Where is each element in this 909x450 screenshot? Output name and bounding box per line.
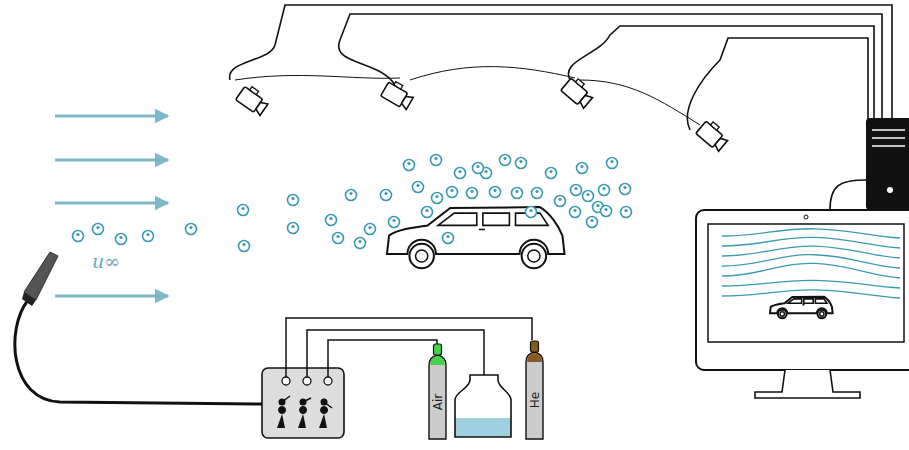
- seeding-bubble: [516, 158, 527, 169]
- bottle-label: He: [528, 392, 542, 408]
- camera: [696, 118, 731, 152]
- seeding-bubble: [583, 191, 594, 202]
- camera: [381, 79, 416, 111]
- seeding-bubble: [577, 163, 588, 174]
- seeding-bubble: [599, 185, 610, 196]
- flow-arrow: [55, 115, 168, 118]
- camera-cable: [339, 14, 882, 120]
- camera-cable: [580, 80, 700, 125]
- seeding-bubble: [532, 188, 543, 199]
- seeding-bubble: [355, 238, 366, 249]
- monitor: [696, 210, 909, 398]
- seeding-bubble: [381, 190, 392, 201]
- seeding-bubble: [455, 168, 466, 179]
- seeding-bubble: [546, 168, 557, 179]
- seeding-bubble: [620, 184, 631, 195]
- seeding-bubble: [288, 195, 299, 206]
- seeding-bubble: [422, 207, 433, 218]
- camera: [561, 75, 596, 109]
- seeding-bubble: [73, 231, 84, 242]
- seeding-bubble: [443, 233, 454, 244]
- seeder-cable: [15, 300, 262, 404]
- camera-cable: [568, 26, 874, 120]
- seeding-bubble: [432, 193, 443, 204]
- seeding-bubble: [555, 196, 566, 207]
- computer-tower: [866, 118, 909, 210]
- camera-cable: [410, 67, 575, 80]
- seeding-bubble: [239, 241, 250, 252]
- seeding-bubble: [346, 190, 357, 201]
- seeding-bubble: [570, 207, 581, 218]
- seeding-bubble: [116, 234, 127, 245]
- streamline: [722, 246, 900, 258]
- seeding-bubble: [601, 206, 612, 217]
- camera: [236, 83, 271, 116]
- monitor-cable: [830, 180, 866, 210]
- seeding-bubble: [587, 217, 598, 228]
- streamline: [722, 280, 900, 288]
- bottle-outline: [525, 340, 544, 440]
- seeding-bubble: [512, 188, 523, 199]
- seeding-bubble: [186, 224, 197, 235]
- camera-cable: [235, 75, 400, 80]
- control-unit: [262, 368, 344, 438]
- streamline: [722, 263, 900, 278]
- seeding-bubble: [526, 207, 537, 218]
- seeding-bubble: [571, 185, 582, 196]
- velocity-label: u∞: [92, 250, 120, 272]
- hose: [328, 340, 437, 377]
- camera-cable: [230, 5, 892, 120]
- seeding-bubble: [238, 205, 249, 216]
- seeding-bubble: [467, 188, 478, 199]
- seeding-bubble: [93, 224, 104, 235]
- bottle-outline: [428, 343, 447, 440]
- streamline: [722, 229, 900, 238]
- car: [770, 297, 833, 319]
- gas-bottle: He: [525, 340, 544, 440]
- gas-bottle: Air: [428, 343, 447, 440]
- camera-cable: [687, 38, 868, 130]
- seeding-bubble: [413, 182, 424, 193]
- seeding-bubble: [447, 187, 458, 198]
- seeding-bubble: [473, 163, 484, 174]
- bottle-label: Air: [431, 393, 445, 409]
- seeder-nozzle: [24, 252, 58, 300]
- soap-beaker: [455, 375, 511, 437]
- seeding-bubble: [288, 223, 299, 234]
- car: [387, 207, 564, 268]
- seeding-bubble: [490, 187, 501, 198]
- seeding-bubble: [326, 215, 337, 226]
- flow-arrow: [55, 295, 168, 298]
- seeding-bubble: [389, 217, 400, 228]
- hose: [286, 318, 532, 377]
- seeding-bubble: [431, 155, 442, 166]
- seeding-bubble: [333, 233, 344, 244]
- flow-arrow: [55, 202, 168, 205]
- seeding-bubble: [607, 158, 618, 169]
- seeding-bubble: [500, 155, 511, 166]
- streamline: [722, 255, 900, 268]
- seeding-bubble: [365, 224, 376, 235]
- seeding-bubble: [621, 207, 632, 218]
- seeding-bubble: [143, 231, 154, 242]
- flow-arrow: [55, 159, 168, 162]
- seeding-bubble: [404, 160, 415, 171]
